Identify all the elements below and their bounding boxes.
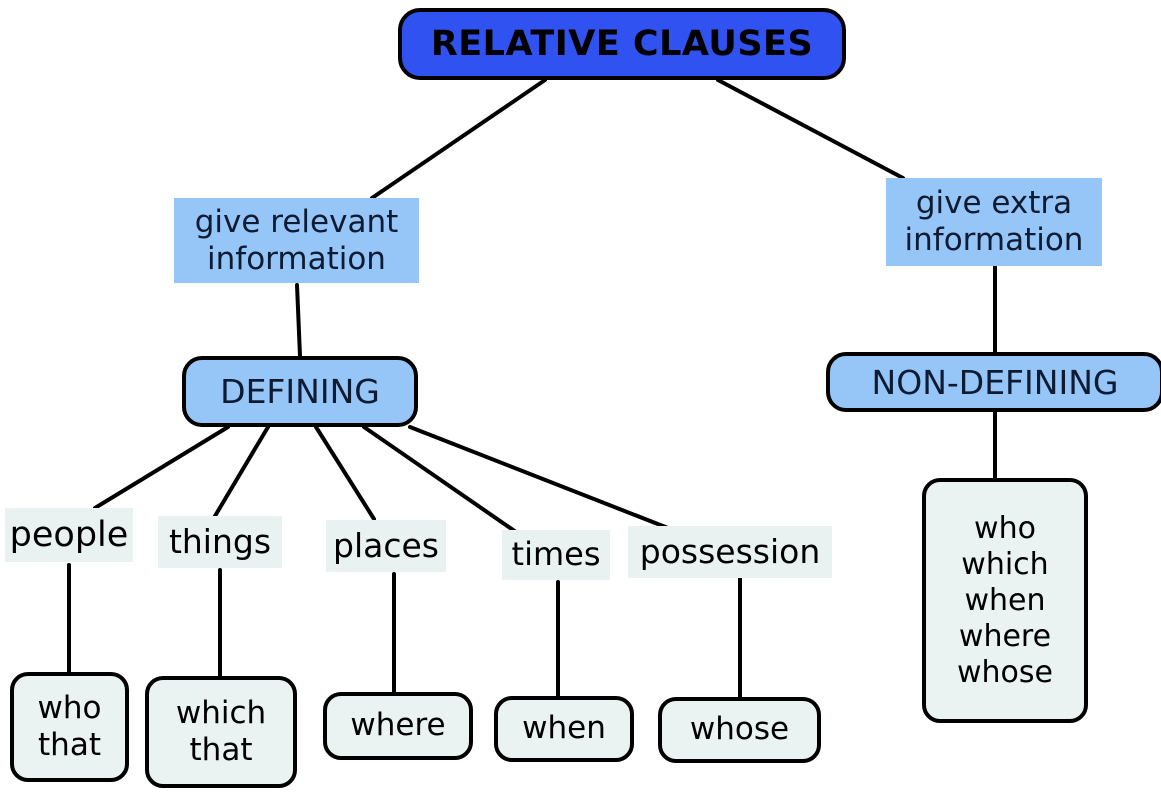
non-defining-description: give extra information <box>886 178 1102 266</box>
edge-defining-to-things <box>213 425 270 518</box>
title-node[interactable]: RELATIVE CLAUSES <box>398 8 846 80</box>
edge-defining-to-people <box>93 425 230 510</box>
sublabel-places: places <box>326 520 446 572</box>
sublabel-people-text: people <box>9 514 129 555</box>
edge-title-to-relevant <box>370 78 547 200</box>
sublabel-things: things <box>158 516 282 568</box>
pronoun-line: where <box>350 707 446 744</box>
pronoun-line: which <box>175 694 267 731</box>
pronoun-line: who <box>974 510 1036 546</box>
edge-relevant-to-defining <box>295 283 302 358</box>
defining-category-label: DEFINING <box>220 372 380 411</box>
non-defining-category-box[interactable]: NON-DEFINING <box>826 352 1161 412</box>
pronoun-box-places[interactable]: where <box>323 692 473 760</box>
pronoun-line: that <box>38 727 101 763</box>
sublabel-possession: possession <box>628 526 832 578</box>
edge-defining-to-places <box>314 425 376 521</box>
non-defining-category-label: NON-DEFINING <box>871 362 1119 402</box>
edge-defining-to-times <box>362 425 518 534</box>
pronoun-line: whose <box>689 711 790 748</box>
non-defining-description-label: give extra information <box>904 185 1084 258</box>
defining-description: give relevant information <box>174 198 419 283</box>
pronoun-box-times[interactable]: when <box>494 696 634 762</box>
sublabel-possession-text: possession <box>639 531 821 571</box>
sublabel-times: times <box>502 530 610 580</box>
pronoun-line: when <box>522 710 606 747</box>
pronoun-box-possession[interactable]: whose <box>658 697 821 763</box>
sublabel-places-text: places <box>333 525 439 565</box>
defining-description-label: give relevant information <box>194 203 399 277</box>
pronoun-line: when <box>964 582 1046 618</box>
title-label: RELATIVE CLAUSES <box>430 24 814 64</box>
sublabel-times-text: times <box>511 535 601 574</box>
defining-category-box[interactable]: DEFINING <box>182 356 418 427</box>
pronoun-line: which <box>961 546 1049 582</box>
pronoun-box-people[interactable]: who that <box>10 672 129 782</box>
pronoun-box-non-defining[interactable]: who which when where whose <box>922 478 1088 723</box>
pronoun-box-things[interactable]: which that <box>145 676 297 788</box>
sublabel-things-text: things <box>168 521 272 561</box>
edge-defining-to-possession <box>408 425 670 530</box>
pronoun-line: that <box>189 732 253 768</box>
edge-title-to-extra <box>716 78 905 180</box>
sublabel-people: people <box>5 508 133 562</box>
pronoun-line: where <box>958 618 1052 654</box>
pronoun-line: who <box>37 689 102 726</box>
pronoun-line: whose <box>957 654 1053 690</box>
